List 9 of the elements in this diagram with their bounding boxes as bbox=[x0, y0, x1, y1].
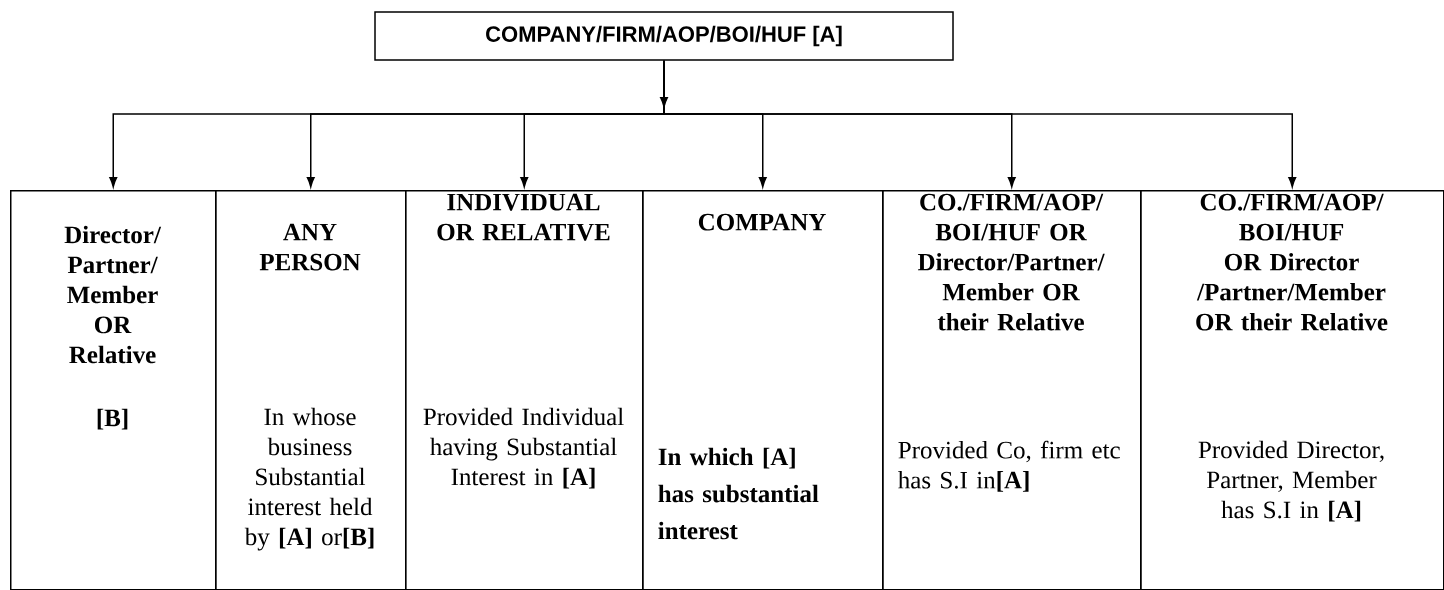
arrow bbox=[663, 60, 1297, 188]
header-box: COMPANY/FIRM/AOP/BOI/HUF [A] bbox=[374, 11, 954, 61]
table-column: ANY PERSON In whose business Substantial interest held by [A] or[B] bbox=[215, 190, 407, 590]
arrow-head bbox=[660, 89, 668, 108]
table-column: CO./FIRM/AOP/ BOI/HUF OR Director /Partner/Member OR their Relative Provided Director, Partner, Member has S.I in [A] bbox=[1140, 190, 1444, 590]
table-column: CO./FIRM/AOP/ BOI/HUF OR Director/Partner/ Member OR their Relative Provided Co, firm etc has S.I in[A] bbox=[882, 190, 1142, 590]
table-column: INDIVIDUAL OR RELATIVE Provided Individual having Substantial Interest in [A] bbox=[405, 190, 644, 590]
table-column: Director/ Partner/ Member OR Relative [B] bbox=[10, 190, 217, 590]
table-column: COMPANY In which [A] has substantial interest bbox=[642, 190, 884, 590]
